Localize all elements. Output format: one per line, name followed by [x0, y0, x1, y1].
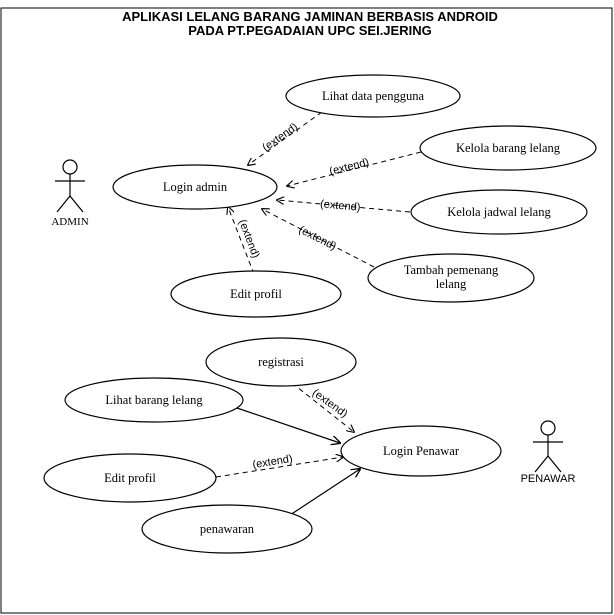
- use-case-registrasi: registrasi: [205, 337, 357, 387]
- svg-text:Kelola jadwal lelang: Kelola jadwal lelang: [447, 205, 551, 219]
- use-case-lihat-data-pengguna: Lihat data pengguna: [285, 74, 461, 118]
- penawar-actor: [533, 420, 563, 473]
- admin-actor-label: ADMIN: [51, 216, 88, 228]
- svg-text:Login admin: Login admin: [163, 180, 228, 194]
- use-case-login-penawar: Login Penawar: [340, 425, 502, 477]
- svg-text:Kelola barang lelang: Kelola barang lelang: [456, 141, 561, 155]
- penawar-relations: [215, 382, 360, 518]
- use-case-lihat-barang-lelang: Lihat barang lelang: [64, 377, 244, 423]
- svg-text:Edit profil: Edit profil: [104, 471, 156, 485]
- use-case-login-admin: Login admin: [112, 164, 278, 210]
- use-case-kelola-jadwal-lelang: Kelola jadwal lelang: [410, 189, 588, 235]
- svg-text:penawaran: penawaran: [200, 522, 255, 536]
- diagram-title-line2: PADA PT.PEGADAIAN UPC SEI.JERING: [188, 23, 431, 38]
- admin-actor: [55, 159, 85, 213]
- svg-text:registrasi: registrasi: [258, 355, 304, 369]
- penawar-actor-label: PENAWAR: [521, 473, 576, 485]
- diagram-title-line1: APLIKASI LELANG BARANG JAMINAN BERBASIS …: [122, 9, 498, 24]
- use-case-edit-profil-penawar: Edit profil: [43, 453, 217, 503]
- svg-text:Edit profil: Edit profil: [230, 287, 282, 301]
- svg-text:Lihat data pengguna: Lihat data pengguna: [322, 89, 424, 103]
- svg-text:Lihat barang lelang: Lihat barang lelang: [105, 393, 203, 407]
- use-case-kelola-barang-lelang: Kelola barang lelang: [419, 125, 597, 171]
- admin-relations: [228, 111, 422, 275]
- use-case-tambah-pemenang-lelang: Tambah pemenang lelang: [367, 253, 535, 303]
- extend-label-kelola-jadwal: (extend): [320, 198, 361, 213]
- use-case-edit-profil-admin: Edit profil: [170, 270, 342, 318]
- svg-text:Tambah pemenang: Tambah pemenang: [404, 263, 499, 277]
- use-case-penawaran: penawaran: [141, 504, 313, 554]
- svg-text:lelang: lelang: [436, 277, 467, 291]
- svg-text:Login Penawar: Login Penawar: [383, 444, 460, 458]
